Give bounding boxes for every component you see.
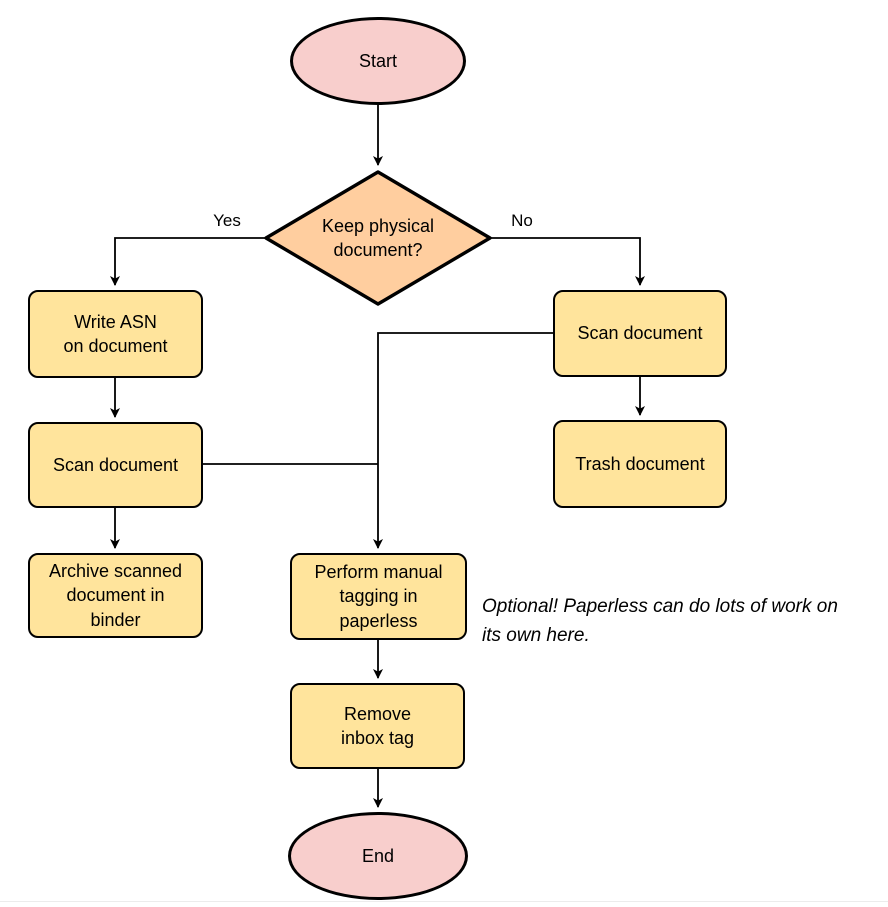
node-end: End	[288, 812, 468, 900]
node-decision-shape	[264, 170, 492, 306]
node-manual-tagging: Perform manual tagging in paperless	[290, 553, 467, 640]
node-scan-document-left: Scan document	[28, 422, 203, 508]
edge-label-no: No	[511, 211, 533, 230]
node-decision-label: Keep physical document?	[321, 215, 435, 260]
edge-decision-yes-to-write-asn	[110, 237, 266, 286]
edge-decision-no-to-scan-right	[490, 237, 645, 286]
node-archive-in-binder: Archive scanned document in binder	[28, 553, 203, 638]
edge-scan-right-to-tagging	[373, 332, 553, 549]
page-bottom-border	[0, 901, 888, 902]
node-write-asn: Write ASN on document	[28, 290, 203, 378]
node-remove-inbox-tag: Remove inbox tag	[290, 683, 465, 769]
node-scan-document-right: Scan document	[553, 290, 727, 377]
optional-note: Optional! Paperless can do lots of work …	[482, 596, 838, 647]
edge-label-yes: Yes	[213, 211, 241, 230]
node-start: Start	[290, 17, 466, 105]
node-trash-document: Trash document	[553, 420, 727, 508]
